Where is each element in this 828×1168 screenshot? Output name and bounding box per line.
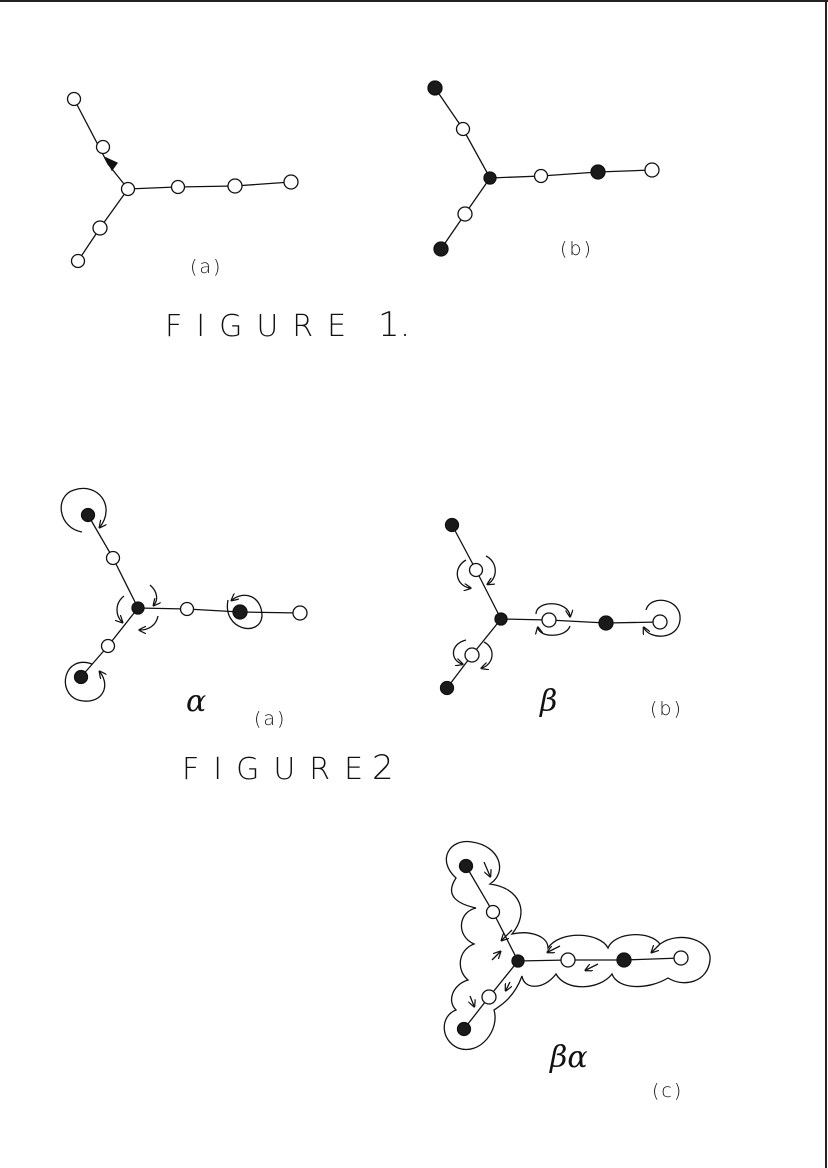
- tree-node: [95, 139, 111, 155]
- rotation-arrow: [548, 945, 561, 952]
- figure2-panel-c-tree: [443, 840, 711, 1051]
- tree-node: [292, 605, 308, 621]
- tree-node: [105, 550, 121, 566]
- rotation-arc: [456, 559, 470, 588]
- tree-node: [455, 121, 471, 137]
- rotation-arrow: [652, 943, 661, 952]
- rotation-loop: [226, 595, 263, 630]
- rotation-arrow: [483, 861, 490, 876]
- tree-edge: [451, 524, 661, 624]
- tree-node: [179, 601, 195, 617]
- tree-node: [481, 989, 497, 1005]
- tree-node-filled: [73, 669, 89, 685]
- tree-node-filled: [131, 601, 145, 615]
- tree-node-filled: [439, 680, 455, 696]
- tree-node-filled: [494, 612, 508, 626]
- tree-node: [66, 91, 82, 107]
- tree-edge: [434, 87, 653, 179]
- figure1-panel-a-label: (a): [190, 256, 223, 278]
- rotation-loop: [644, 599, 681, 637]
- tree-node-filled: [444, 517, 460, 533]
- composite-loop: [443, 840, 711, 1051]
- tree-node: [227, 178, 243, 194]
- figure2-panel-c-label: (c): [652, 1080, 684, 1102]
- rotation-arc: [538, 625, 571, 636]
- figure1-caption-number: 1.: [378, 305, 411, 345]
- tree-node-filled: [80, 507, 96, 523]
- tree-node-filled: [598, 615, 614, 631]
- figure2-caption-number: 2: [372, 748, 394, 788]
- rotation-arrow: [586, 963, 599, 970]
- tree-node-filled: [590, 164, 606, 180]
- tree-node: [457, 206, 473, 222]
- tree-node: [170, 179, 186, 195]
- rotation-arrow: [506, 981, 510, 990]
- tree-node-filled: [458, 858, 474, 874]
- tree-node-filled: [511, 954, 525, 968]
- tree-node-filled: [427, 80, 443, 96]
- rotation-arc: [535, 603, 570, 616]
- tree-node: [100, 638, 116, 654]
- tree-edge: [87, 514, 301, 614]
- figure1-caption-word: FIGURE: [165, 309, 361, 344]
- tree-node-filled: [616, 952, 632, 968]
- tree-node-filled: [483, 171, 497, 185]
- rotation-arrow: [470, 995, 474, 1006]
- figure1-panel-b-tree: [427, 80, 660, 257]
- rotation-arc: [452, 639, 467, 664]
- figure2-panel-a-tree: [60, 487, 308, 702]
- figure2-caption-word: FIGURE: [182, 752, 378, 787]
- rotation-arc: [482, 641, 493, 668]
- tree-node: [541, 612, 557, 628]
- tree-node: [120, 181, 136, 197]
- tree-node: [468, 562, 484, 578]
- tree-node: [464, 647, 480, 663]
- tree-node: [560, 952, 576, 968]
- figure2-panel-b-tree: [439, 517, 681, 696]
- rotation-loop: [64, 661, 104, 702]
- tree-node: [673, 950, 689, 966]
- tree-node: [70, 253, 86, 269]
- rotation-arc: [117, 595, 125, 622]
- rotation-arc: [140, 615, 159, 630]
- page-top-border: [0, 0, 828, 2]
- tree-node: [652, 614, 668, 630]
- figure1-panel-b-label: (b): [560, 238, 593, 260]
- flag-mark-icon: [104, 156, 118, 172]
- figure2-panel-a-label: (a): [254, 708, 287, 730]
- tree-node-filled: [232, 604, 248, 620]
- figure2-panel-c-greek: βα: [550, 1040, 588, 1075]
- tree-node: [283, 174, 299, 190]
- tree-node: [533, 168, 549, 184]
- tree-node: [485, 904, 501, 920]
- rotation-arrow: [502, 929, 513, 940]
- page-right-border: [825, 0, 827, 1168]
- rotation-arrow: [491, 952, 500, 961]
- rotation-arc: [486, 555, 496, 584]
- figure2-panel-b-label: (b): [650, 698, 683, 720]
- rotation-arc: [149, 584, 157, 605]
- tree-node: [644, 162, 660, 178]
- tree-node-filled: [433, 241, 449, 257]
- tree-node-filled: [456, 1021, 472, 1037]
- tree-node: [92, 220, 108, 236]
- figure1-panel-a-tree: [66, 91, 299, 269]
- figure2-panel-a-greek: α: [186, 684, 207, 719]
- rotation-loop: [60, 487, 106, 533]
- figure2-panel-b-greek: β: [540, 684, 558, 719]
- tree-edge: [465, 865, 682, 962]
